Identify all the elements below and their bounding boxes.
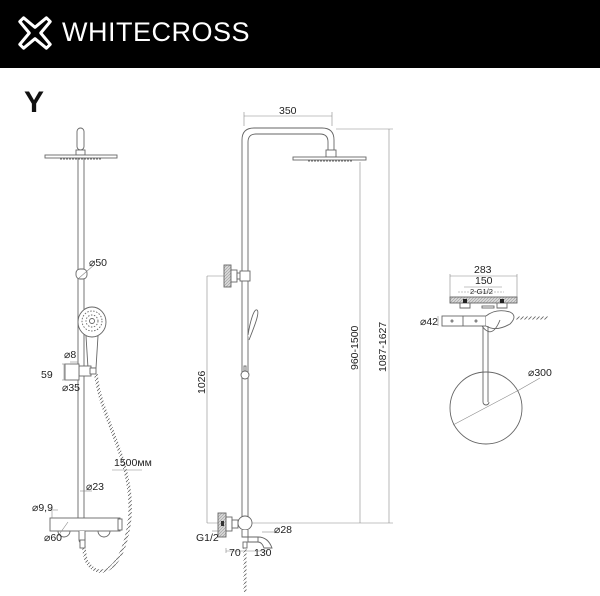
dim-inlet-thread: G1/2 <box>196 532 219 544</box>
dim-inlet-centers: 150 <box>475 275 493 287</box>
dim-mixer-body: ⌀60 <box>44 532 62 544</box>
front-view <box>44 127 142 573</box>
dim-spout-dia: ⌀28 <box>274 524 292 536</box>
side-view <box>206 112 393 592</box>
dim-holder-pin: ⌀8 <box>64 349 76 361</box>
dim-head-height: 960-1500 <box>349 325 361 370</box>
dim-riser-clamp: ⌀50 <box>89 257 107 269</box>
dim-total-height: 1087-1627 <box>377 322 389 372</box>
top-view <box>437 274 548 445</box>
dim-holder-height: 59 <box>41 369 53 381</box>
dim-arm-reach: 350 <box>279 105 297 117</box>
dim-riser-dia: ⌀23 <box>86 481 104 493</box>
dim-inlet-thread-top: 2-G1/2 <box>470 287 493 296</box>
dim-total-width: 283 <box>474 264 492 276</box>
cross-outline-icon <box>18 16 52 50</box>
dim-holder-dia: ⌀35 <box>62 382 80 394</box>
dim-body-dia: ⌀42 <box>420 316 438 328</box>
dim-wall-offset: 70 <box>229 547 241 559</box>
brand-name: WHITECROSS <box>62 17 251 47</box>
dim-head-dia: ⌀300 <box>528 367 552 379</box>
model-label: Y <box>24 86 45 119</box>
dim-mixer-knob: ⌀9,9 <box>32 502 53 514</box>
dim-hose-length: 1500мм <box>114 457 152 469</box>
dim-mount-height: 1026 <box>196 370 208 394</box>
dim-spout-length: 130 <box>254 547 272 559</box>
brand-header: WHITECROSS <box>0 0 600 68</box>
